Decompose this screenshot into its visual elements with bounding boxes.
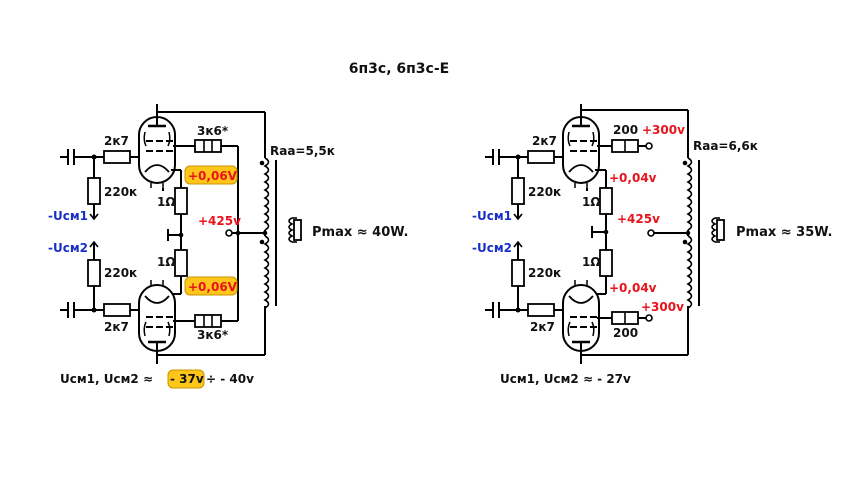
- bias-label-1: -Uсм1: [48, 209, 88, 223]
- output-transformer-left: [259, 157, 302, 309]
- grid-resistor-bottom: [103, 303, 131, 317]
- screen-resistor-bottom-label: 3к6*: [197, 328, 229, 342]
- bias-note-prefix: Uсм1, Uсм2 ≈: [60, 372, 153, 386]
- cathode-voltage-top: +0,06V: [188, 169, 238, 183]
- bias-resistor-bottom: [87, 259, 101, 287]
- cathode-resistor-bottom-label: 1Ω: [157, 255, 176, 269]
- supply-voltage: +425v: [198, 214, 241, 228]
- raa-label: Raa=6,6к: [693, 139, 758, 153]
- input-capacitor-bottom: [60, 302, 104, 318]
- raa-label: Raa=5,5к: [270, 144, 335, 158]
- pmax-label: Pmax ≈ 35W.: [736, 225, 832, 240]
- screen-resistor-top-label: 200: [613, 123, 638, 137]
- bias-resistor-top-label: 220к: [528, 185, 561, 199]
- tube-bottom: [561, 278, 601, 366]
- screen-resistor-top: [611, 139, 639, 153]
- supply-voltage: +425v: [617, 212, 660, 226]
- tube-top: [561, 102, 601, 190]
- highlight-badge: [184, 276, 238, 296]
- bias-note-suffix: ÷ - 40v: [206, 372, 254, 386]
- arrow-up-icon: [513, 240, 523, 248]
- pmax-label: Pmax ≈ 40W.: [312, 225, 408, 240]
- bias-note: Uсм1, Uсм2 ≈ - 27v: [500, 372, 631, 386]
- output-transformer-right: [682, 157, 725, 309]
- input-capacitor-top: [60, 149, 104, 165]
- grid-resistor-bottom: [527, 303, 555, 317]
- cathode-resistor-top: [174, 187, 188, 215]
- screen-resistor-bottom-label: 200: [613, 326, 638, 340]
- screen-resistor-bottom: [194, 314, 222, 328]
- bias-resistor-bottom-label: 220к: [104, 266, 137, 280]
- bias-resistor-bottom-label: 220к: [528, 266, 561, 280]
- grid-resistor-top: [103, 150, 131, 164]
- cathode-resistor-top-label: 1Ω: [582, 195, 601, 209]
- input-capacitor-bottom: [485, 302, 528, 318]
- highlight-badge: [184, 165, 238, 185]
- grid-resistor-bottom-label: 2к7: [530, 320, 555, 334]
- grid-resistor-bottom-label: 2к7: [104, 320, 129, 334]
- screen-voltage-bottom: +300v: [641, 300, 684, 314]
- bias-resistor-top-label: 220к: [104, 185, 137, 199]
- cathode-resistor-bottom-label: 1Ω: [582, 255, 601, 269]
- grid-resistor-top: [527, 150, 555, 164]
- screen-voltage-top: +300v: [642, 123, 685, 137]
- bias-resistor-top: [87, 177, 101, 205]
- left-circuit: 2к7 220к -Uсм1 3к6* 1Ω +0,06V: [48, 102, 408, 389]
- arrow-down-icon: [513, 213, 523, 221]
- cathode-voltage-bottom: +0,06V: [188, 280, 238, 294]
- screen-resistor-top-label: 3к6*: [197, 124, 229, 138]
- bias-label-2: -Uсм2: [48, 241, 88, 255]
- screen-resistor-top: [194, 139, 222, 153]
- grid-resistor-top-label: 2к7: [532, 134, 557, 148]
- right-circuit: 2к7 220к -Uсм1 200 +300v 1Ω +0,04v +425v: [472, 102, 832, 386]
- bias-note-highlight: - 37v: [170, 372, 204, 386]
- cathode-voltage-bottom: +0,04v: [609, 281, 657, 295]
- cathode-resistor-top: [599, 187, 613, 215]
- tube-bottom: [137, 278, 177, 366]
- arrow-up-icon: [89, 240, 99, 248]
- arrow-down-icon: [89, 213, 99, 221]
- supply-terminal: [647, 229, 655, 237]
- screen-resistor-bottom: [611, 311, 639, 325]
- page-title: 6п3с, 6п3с-Е: [349, 61, 449, 77]
- bias-label-1: -Uсм1: [472, 209, 512, 223]
- tube-top: [137, 102, 177, 190]
- cathode-resistor-top-label: 1Ω: [157, 195, 176, 209]
- screen-terminal-top: [645, 142, 653, 150]
- bias-resistor-bottom: [511, 259, 525, 287]
- grid-resistor-top-label: 2к7: [104, 134, 129, 148]
- bias-resistor-top: [511, 177, 525, 205]
- input-capacitor-top: [485, 149, 528, 165]
- bias-label-2: -Uсм2: [472, 241, 512, 255]
- cathode-resistor-bottom: [174, 249, 188, 277]
- supply-terminal: [225, 229, 233, 237]
- highlight-badge: [167, 369, 205, 389]
- cathode-resistor-bottom: [599, 249, 613, 277]
- screen-terminal-bottom: [645, 314, 653, 322]
- cathode-voltage-top: +0,04v: [609, 171, 657, 185]
